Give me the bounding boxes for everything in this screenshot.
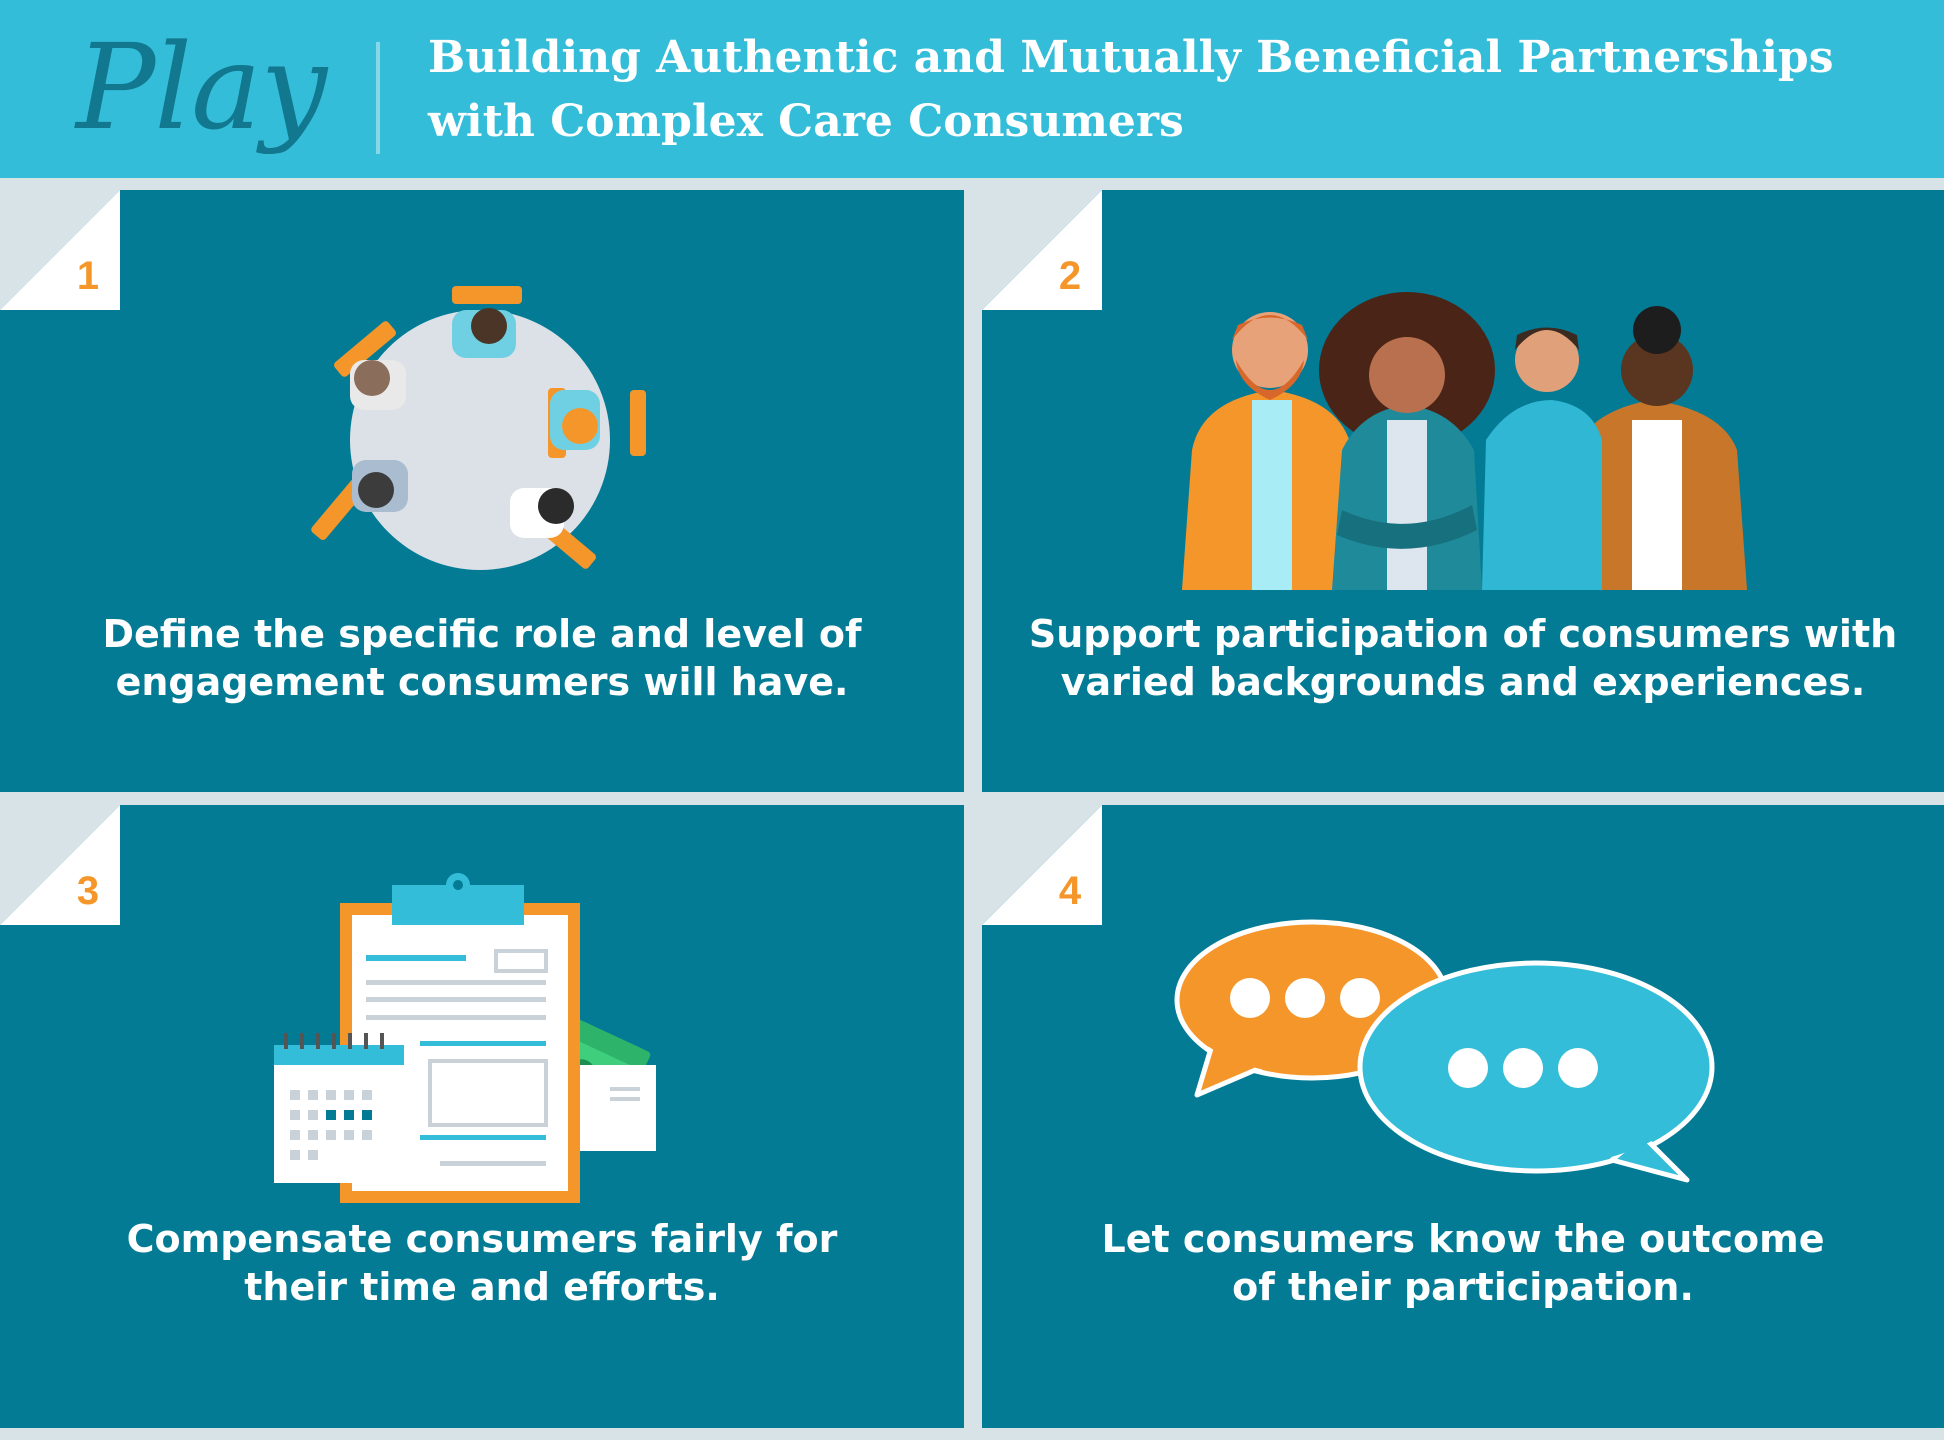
header-banner: Play Building Authentic and Mutually Ben… [0,0,1944,178]
caption-line: engagement consumers will have. [115,660,849,704]
caption-line: Support participation of consumers with [1028,612,1898,656]
title-line-2: with Complex Care Consumers [428,96,1184,147]
card-3-caption: Compensate consumers fairly for their ti… [20,1215,944,1311]
corner-tab-4 [982,805,1102,925]
round-table-meeting-icon [311,286,646,570]
caption-line: Define the specific role and level of [102,612,862,656]
caption-line: varied backgrounds and experiences. [1060,660,1866,704]
diverse-group-icon [1182,292,1747,590]
speech-bubbles-icon [1174,919,1715,1183]
card-1-caption: Define the specific role and level of en… [20,610,944,706]
corner-tab-2 [982,190,1102,310]
card-4: 4 Let consumers know the outcome of thei… [982,805,1944,1428]
corner-tab-1 [0,190,120,310]
step-number-2: 2 [1058,254,1082,298]
title-line-1: Building Authentic and Mutually Benefici… [428,32,1834,83]
play-label: Play [76,18,327,156]
card-3: 3 [0,805,964,1428]
page-title: Building Authentic and Mutually Benefici… [428,26,1908,154]
step-number-4: 4 [1058,869,1082,913]
header-divider [376,42,380,154]
card-2-caption: Support participation of consumers with … [1002,610,1924,706]
caption-line: their time and efforts. [244,1265,720,1309]
step-number-1: 1 [76,254,100,298]
clipboard-calendar-money-icon [274,873,656,1203]
card-1: 1 Define the specific role and level o [0,190,964,792]
corner-tab-3 [0,805,120,925]
card-4-caption: Let consumers know the outcome of their … [1002,1215,1924,1311]
caption-line: of their participation. [1232,1265,1694,1309]
step-number-3: 3 [76,869,100,913]
caption-line: Let consumers know the outcome [1101,1217,1825,1261]
card-2: 2 Support participation of consumers wit… [982,190,1944,792]
caption-line: Compensate consumers fairly for [126,1217,838,1261]
